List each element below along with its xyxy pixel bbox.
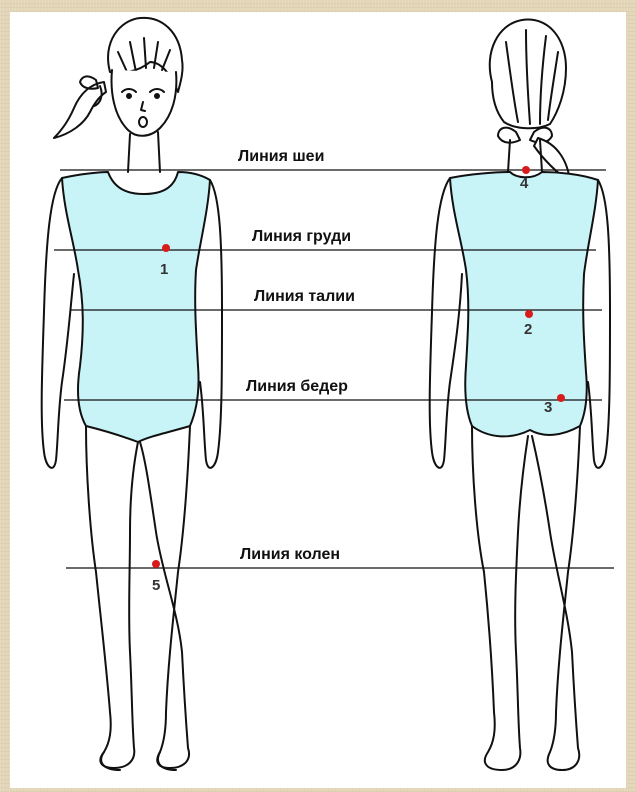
point-5-dot — [152, 560, 160, 568]
point-5-label: 5 — [152, 578, 160, 594]
waist-line-label: Линия талии — [254, 288, 355, 306]
back-figure — [430, 20, 610, 770]
back-left-leg — [472, 426, 528, 770]
point-3-dot — [557, 394, 565, 402]
point-3-label: 3 — [544, 400, 552, 416]
point-1-dot — [162, 244, 170, 252]
knees-line-label: Линия колен — [240, 546, 340, 564]
hips-line-label: Линия бедер — [246, 378, 348, 396]
front-figure — [42, 18, 222, 770]
back-bodysuit — [450, 172, 598, 436]
front-left-leg — [86, 426, 138, 768]
point-2-label: 2 — [524, 322, 532, 338]
back-right-leg — [532, 426, 580, 770]
point-1-label: 1 — [160, 262, 168, 278]
figures-drawing — [10, 12, 626, 788]
chest-line-label: Линия груди — [252, 228, 351, 246]
front-right-leg — [140, 426, 190, 768]
neck-line-label: Линия шеи — [238, 148, 324, 166]
front-neck — [128, 132, 160, 172]
front-bodysuit — [62, 172, 210, 442]
point-4-label: 4 — [520, 176, 528, 192]
front-pigtail — [54, 82, 106, 138]
point-4-dot — [522, 166, 530, 174]
illustration-panel: Линия шеи Линия груди Линия талии Линия … — [10, 12, 626, 788]
point-2-dot — [525, 310, 533, 318]
